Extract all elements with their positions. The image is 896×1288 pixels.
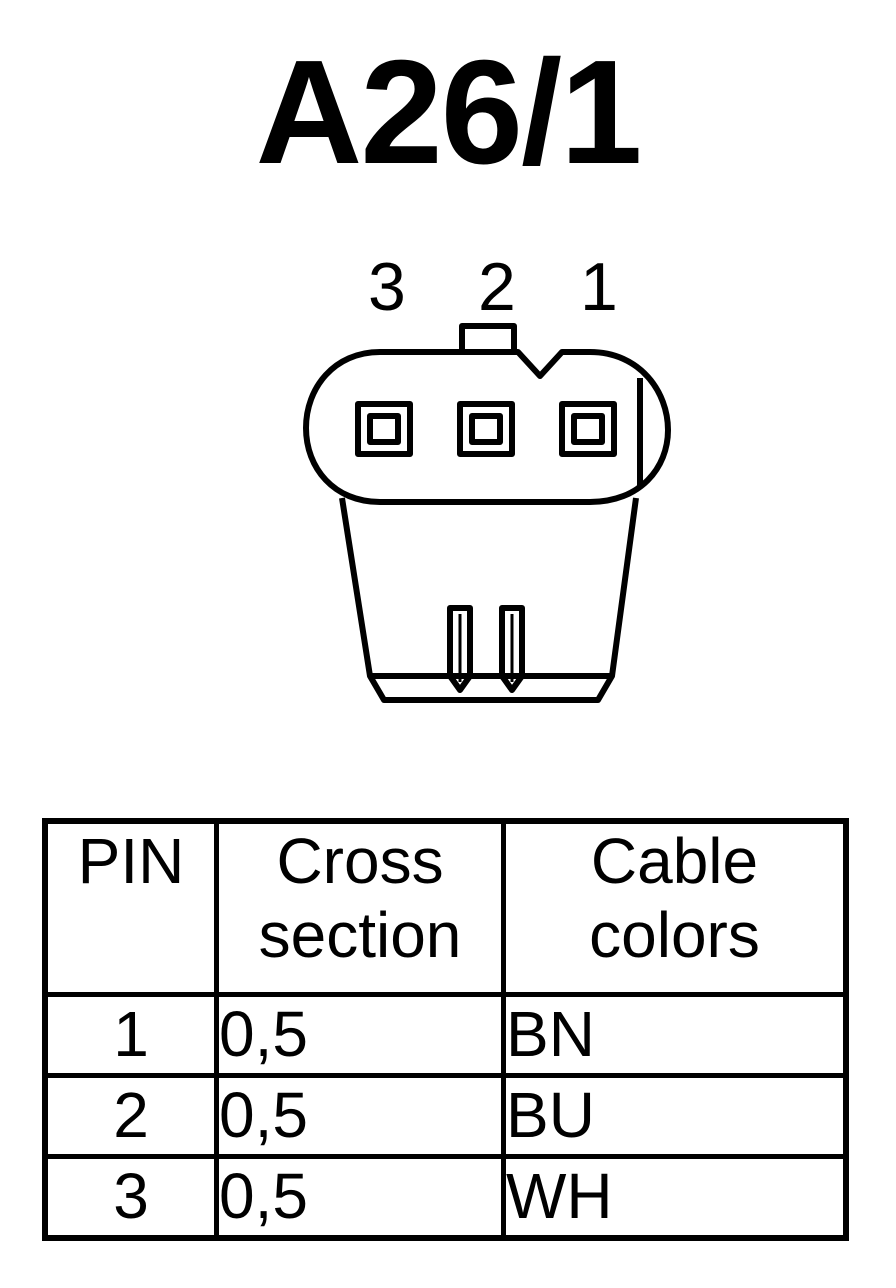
table-row: 3 0,5 WH xyxy=(42,1154,849,1241)
connector-drawing xyxy=(303,323,671,703)
terminal-blade-left xyxy=(447,605,473,693)
connector-housing-outline xyxy=(339,497,639,703)
cell-cable-color: BU xyxy=(501,1073,849,1159)
pin-label-2: 2 xyxy=(478,249,516,325)
connector-key-tab xyxy=(459,323,517,352)
cell-cable-color: WH xyxy=(501,1154,849,1241)
pin-label-3: 3 xyxy=(368,249,406,325)
pin-label-1: 1 xyxy=(580,249,618,325)
cell-cross-section: 0,5 xyxy=(214,1154,506,1241)
connector-face-outline xyxy=(303,349,671,505)
table-row: 2 0,5 BU xyxy=(42,1073,849,1159)
cell-cross-section: 0,5 xyxy=(214,1073,506,1159)
pin-socket-1 xyxy=(559,401,617,457)
cell-pin: 2 xyxy=(42,1073,219,1159)
terminal-blade-right xyxy=(499,605,525,693)
cell-pin: 3 xyxy=(42,1154,219,1241)
cell-pin: 1 xyxy=(42,992,219,1078)
cell-cable-color: BN xyxy=(501,992,849,1078)
pin-socket-2 xyxy=(457,401,515,457)
cell-cross-section: 0,5 xyxy=(214,992,506,1078)
header-pin: PIN xyxy=(42,818,219,997)
table-row: 1 0,5 BN xyxy=(42,992,849,1078)
connector-title: A26/1 xyxy=(255,30,643,195)
pin-socket-3 xyxy=(355,401,413,457)
